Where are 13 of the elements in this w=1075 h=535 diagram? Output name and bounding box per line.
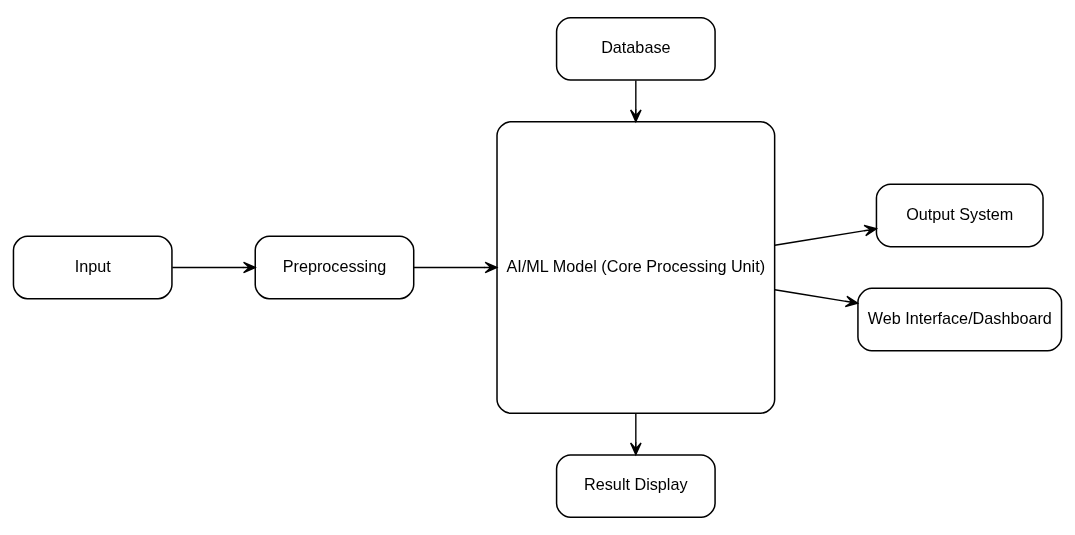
node-box: Output System xyxy=(875,183,1044,248)
arrow xyxy=(171,261,256,274)
node-box: Result Display xyxy=(555,454,716,519)
node-box: Database xyxy=(555,16,716,81)
node-box: Input xyxy=(12,235,173,300)
node-box: Web Interface/Dashboard xyxy=(857,287,1063,352)
arrow xyxy=(629,79,642,123)
arrow xyxy=(413,261,498,274)
arrow xyxy=(774,224,878,246)
node-box: Preprocessing xyxy=(254,235,415,300)
arrow xyxy=(629,412,642,456)
node-box: AI/ML Model (Core Processing Unit) xyxy=(496,121,776,414)
arrow xyxy=(774,289,859,308)
